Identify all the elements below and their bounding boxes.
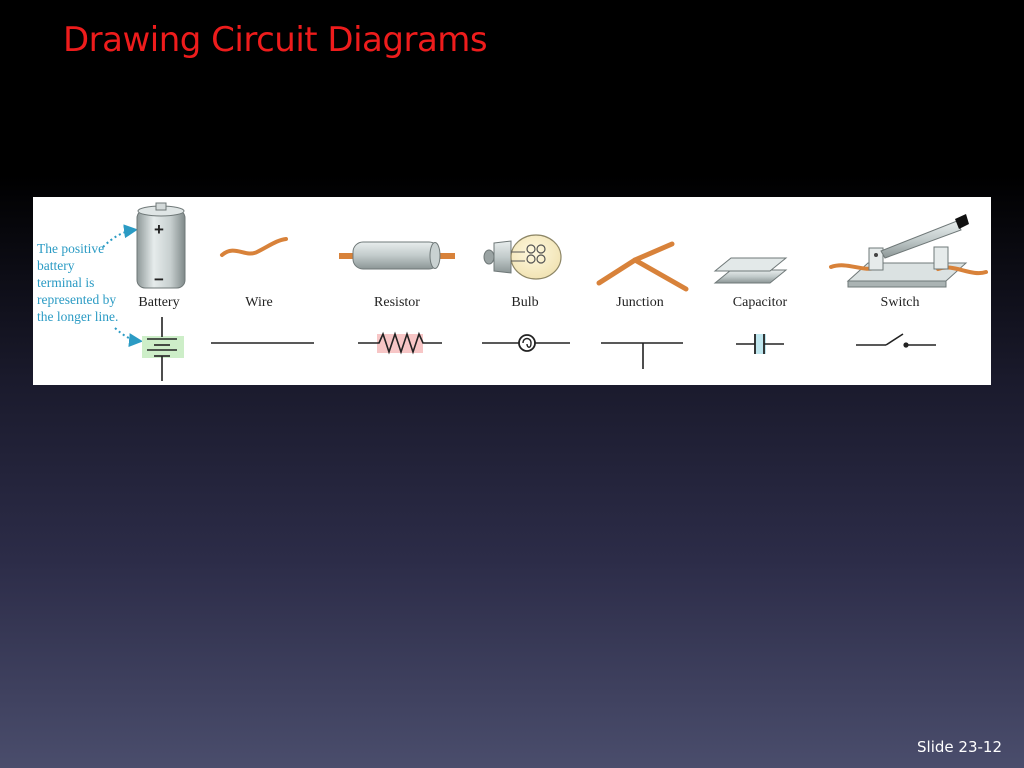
label-resistor: Resistor bbox=[374, 295, 420, 310]
note-line: represented by bbox=[37, 292, 117, 307]
capacitor-symbol bbox=[736, 334, 784, 354]
bulb-icon bbox=[483, 234, 562, 280]
capacitor-icon bbox=[713, 257, 788, 284]
battery-minus-sign: − bbox=[154, 270, 164, 289]
junction-icon bbox=[596, 241, 689, 292]
battery-icon bbox=[136, 202, 186, 289]
resistor-symbol bbox=[358, 331, 442, 355]
resistor-icon bbox=[339, 241, 455, 270]
label-battery: Battery bbox=[138, 295, 180, 310]
label-capacitor: Capacitor bbox=[732, 295, 788, 310]
battery-symbol bbox=[142, 317, 184, 381]
label-switch: Switch bbox=[880, 295, 920, 310]
switch-icon bbox=[829, 214, 988, 288]
battery-plus-sign: + bbox=[154, 220, 164, 239]
label-bulb: Bulb bbox=[511, 295, 539, 310]
note-line: The positive bbox=[37, 241, 105, 256]
label-junction: Junction bbox=[616, 295, 664, 310]
wire-icon bbox=[220, 237, 288, 257]
note-line: battery bbox=[37, 258, 75, 273]
positive-terminal-note: The positive battery terminal is represe… bbox=[37, 240, 137, 325]
slide-title: Drawing Circuit Diagrams bbox=[63, 20, 488, 60]
slide-number: Slide 23-12 bbox=[917, 738, 1002, 756]
switch-symbol bbox=[856, 333, 936, 348]
circuit-symbols-figure: + − bbox=[33, 197, 991, 385]
bulb-symbol bbox=[482, 334, 570, 352]
label-wire: Wire bbox=[245, 295, 273, 310]
callout-arrows bbox=[102, 224, 143, 348]
note-line: terminal is bbox=[37, 275, 95, 290]
note-line: the longer line. bbox=[37, 309, 119, 324]
junction-symbol bbox=[601, 342, 683, 369]
